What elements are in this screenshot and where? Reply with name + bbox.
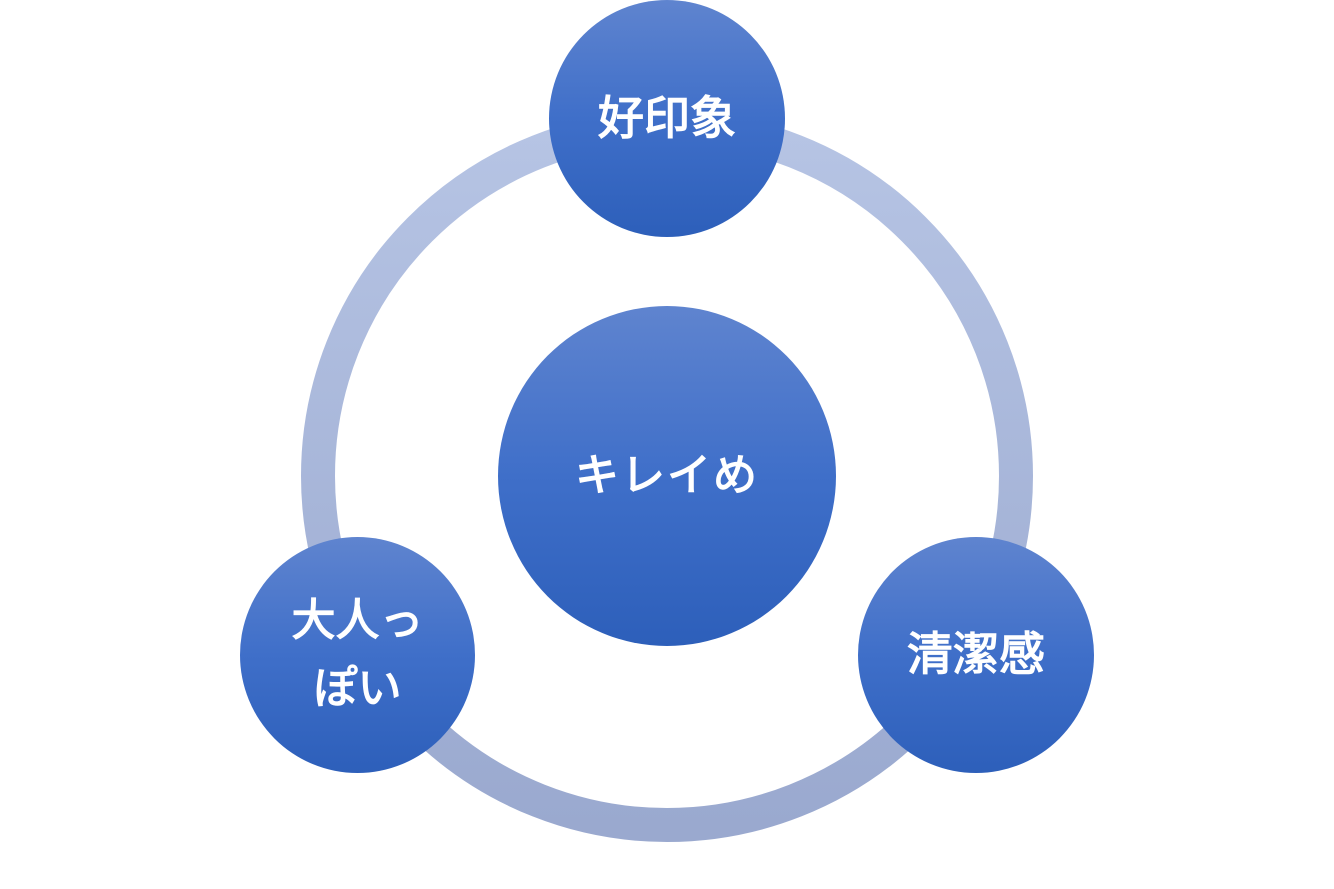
cycle-node-left-label: 大人っ ぽい — [291, 594, 424, 714]
cycle-node-top: 好印象 — [549, 0, 785, 237]
cycle-node-left: 大人っ ぽい — [240, 537, 475, 773]
cycle-node-right-label: 清潔感 — [907, 627, 1045, 682]
center-node-label: キレイめ — [575, 449, 759, 501]
cycle-node-right: 清潔感 — [858, 537, 1094, 773]
cycle-node-top-label: 好印象 — [598, 90, 736, 145]
center-node: キレイめ — [498, 306, 836, 646]
